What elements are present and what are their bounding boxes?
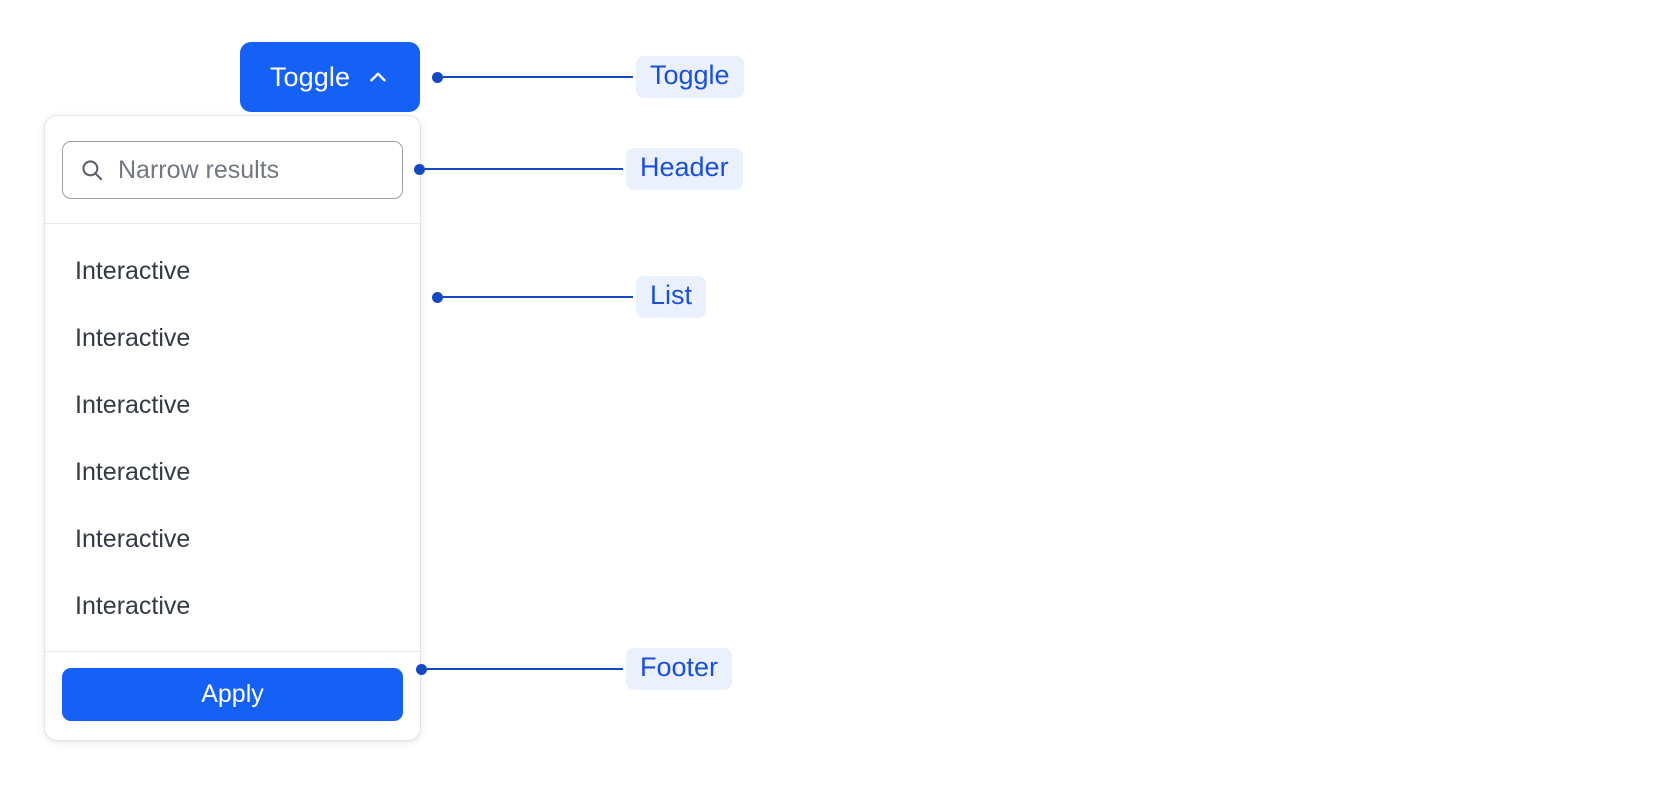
list-item-label: Interactive [75, 257, 191, 285]
annotation-dot-icon [414, 163, 425, 175]
annotation-dot-icon [432, 71, 443, 83]
list-item-label: Interactive [75, 391, 191, 419]
list-item[interactable]: Interactive [45, 506, 420, 573]
annotation-leader-line [443, 76, 633, 78]
list-item-label: Interactive [75, 458, 191, 486]
annotation-label: List [636, 276, 707, 318]
list-item[interactable]: Interactive [45, 439, 420, 506]
list-item-label: Interactive [75, 525, 191, 553]
panel-list: Interactive Interactive Interactive Inte… [45, 224, 420, 651]
annotation-label: Footer [626, 648, 733, 690]
search-box[interactable] [62, 141, 403, 199]
search-input[interactable] [118, 155, 388, 185]
list-item[interactable]: Interactive [45, 372, 420, 439]
annotation-leader-line [443, 296, 633, 298]
toggle-button-label: Toggle [269, 61, 351, 92]
chevron-up-icon [370, 72, 386, 82]
dropdown-panel: Interactive Interactive Interactive Inte… [44, 115, 421, 741]
panel-header [45, 116, 420, 224]
annotation-dot-icon [416, 663, 427, 675]
list-item-label: Interactive [75, 592, 191, 620]
toggle-button[interactable]: Toggle [240, 42, 420, 112]
annotation-leader-line [425, 168, 623, 170]
search-icon [82, 160, 103, 181]
panel-footer: Apply [45, 651, 420, 740]
annotation-label: Header [626, 148, 743, 190]
annotation-leader-line [427, 668, 623, 670]
list-item[interactable]: Interactive [45, 238, 420, 305]
apply-button[interactable]: Apply [62, 668, 403, 721]
annotation-label: Toggle [636, 56, 744, 98]
annotation-dot-icon [432, 291, 443, 303]
list-item[interactable]: Interactive [45, 573, 420, 640]
list-item[interactable]: Interactive [45, 305, 420, 372]
list-item-label: Interactive [75, 324, 191, 352]
